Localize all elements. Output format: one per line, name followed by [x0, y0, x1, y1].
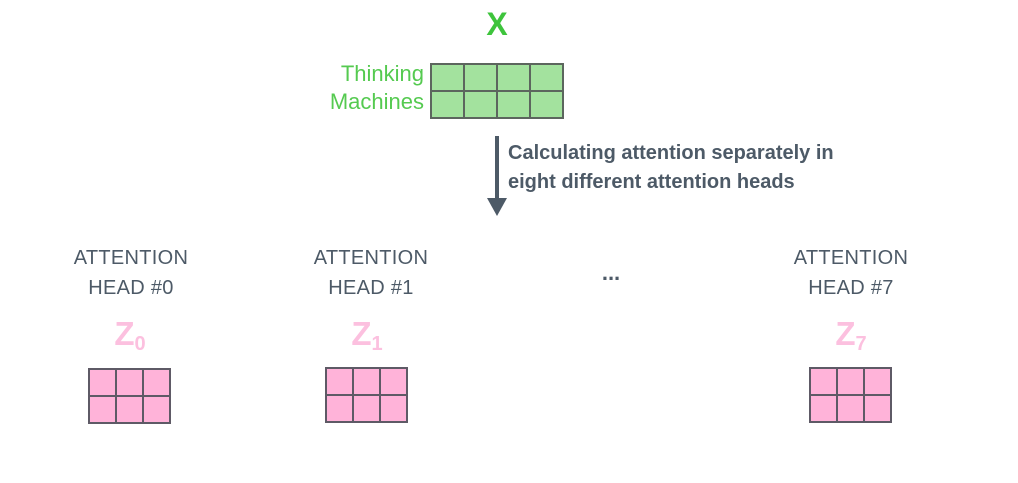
z7-label: Z7 [796, 315, 906, 363]
z1-symbol: Z [351, 315, 372, 352]
z7-symbol: Z [835, 315, 856, 352]
matrix-cell [354, 369, 379, 394]
attention-head-1-title: ATTENTION HEAD #1 [281, 243, 461, 303]
matrix-cell [354, 396, 379, 421]
matrix-cell [465, 65, 496, 90]
input-matrix [430, 63, 564, 119]
arrow-caption-line-2: eight different attention heads [508, 171, 795, 193]
matrix-cell [327, 396, 352, 421]
matrix-cell [117, 370, 142, 395]
matrix-cell [811, 396, 836, 421]
z0-symbol: Z [114, 315, 135, 352]
down-arrow-shaft [495, 136, 499, 200]
arrow-caption: Calculating attention separately in eigh… [508, 139, 928, 197]
attention-head-0-title: ATTENTION HEAD #0 [41, 243, 221, 303]
arrow-caption-line-1: Calculating attention separately in [508, 142, 834, 164]
brand-line-1: Thinking [340, 61, 424, 86]
attention-head-7-title: ATTENTION HEAD #7 [761, 243, 941, 303]
matrix-cell [865, 396, 890, 421]
matrix-cell [811, 369, 836, 394]
matrix-cell [531, 92, 562, 117]
z7-subscript: 7 [855, 333, 867, 355]
matrix-cell [498, 65, 529, 90]
matrix-cell [465, 92, 496, 117]
attention-head-0-title-line-1: ATTENTION [73, 247, 189, 269]
z0-label: Z0 [75, 315, 185, 363]
matrix-cell [144, 397, 169, 422]
z0-matrix [88, 368, 171, 424]
z7-matrix [809, 367, 892, 423]
attention-head-7-title-line-1: ATTENTION [793, 247, 909, 269]
matrix-cell [865, 369, 890, 394]
attention-head-1-title-line-2: HEAD #1 [328, 277, 414, 299]
brand-line-2: Machines [329, 89, 424, 114]
matrix-cell [498, 92, 529, 117]
z0-subscript: 0 [134, 333, 146, 355]
z1-subscript: 1 [371, 333, 383, 355]
matrix-cell [531, 65, 562, 90]
matrix-cell [90, 397, 115, 422]
matrix-cell [117, 397, 142, 422]
attention-head-0-title-line-2: HEAD #0 [88, 277, 174, 299]
more-heads-ellipsis: ... [601, 260, 621, 285]
brand-name: Thinking Machines [230, 60, 424, 116]
matrix-cell [327, 369, 352, 394]
matrix-cell [432, 65, 463, 90]
matrix-cell [381, 396, 406, 421]
down-arrow-icon [487, 198, 507, 216]
matrix-cell [144, 370, 169, 395]
z1-label: Z1 [312, 315, 422, 363]
matrix-cell [90, 370, 115, 395]
matrix-cell [432, 92, 463, 117]
matrix-cell [838, 396, 863, 421]
matrix-cell [838, 369, 863, 394]
attention-head-1-title-line-1: ATTENTION [313, 247, 429, 269]
z1-matrix [325, 367, 408, 423]
input-matrix-label: X [486, 6, 508, 42]
attention-head-7-title-line-2: HEAD #7 [808, 277, 894, 299]
matrix-cell [381, 369, 406, 394]
